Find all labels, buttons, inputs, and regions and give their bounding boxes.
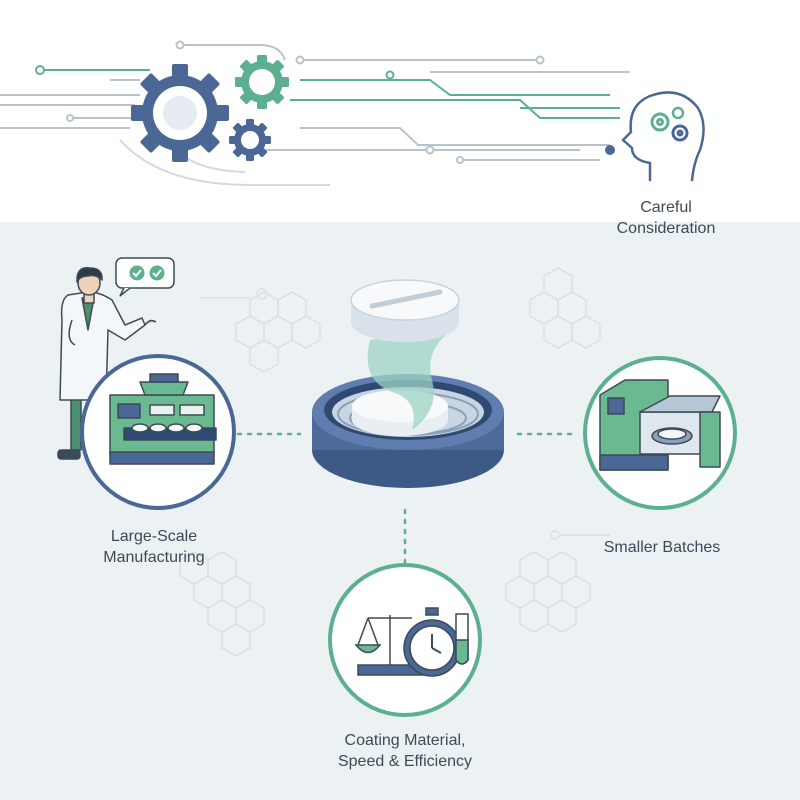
coating-label: Coating Material, Speed & Efficiency bbox=[320, 730, 490, 772]
coating-material-node bbox=[328, 563, 482, 717]
large-scale-label: Large-Scale Manufacturing bbox=[84, 526, 224, 568]
circuit-lines bbox=[0, 40, 630, 186]
large-scale-manufacturing-node bbox=[80, 354, 236, 510]
coating-chamber-icon bbox=[599, 379, 721, 471]
label-line: Coating Material, bbox=[344, 732, 466, 749]
packaging-machine-icon bbox=[109, 373, 217, 465]
label-line: Smaller Batches bbox=[603, 539, 721, 556]
label-line: Speed & Efficiency bbox=[337, 753, 472, 770]
checkmark-bubble-icon bbox=[115, 257, 175, 297]
scientist-icon bbox=[57, 267, 157, 460]
label-line: Consideration bbox=[616, 220, 716, 237]
gear-icon bbox=[235, 55, 289, 109]
brain-gears-icon bbox=[621, 91, 705, 182]
label-line: Large-Scale bbox=[110, 528, 198, 545]
test-tube-icon bbox=[455, 613, 469, 665]
label-line: Manufacturing bbox=[103, 549, 205, 566]
stopwatch-icon bbox=[403, 607, 461, 677]
tablet-icon bbox=[312, 279, 504, 488]
label-line: Careful bbox=[640, 199, 692, 216]
gear-icon bbox=[229, 119, 271, 161]
smaller-batches-node bbox=[583, 356, 737, 510]
hexagon-pattern bbox=[179, 267, 610, 657]
careful-consideration-label: Careful Consideration bbox=[596, 197, 736, 239]
scale-icon bbox=[354, 615, 439, 676]
gear-icon bbox=[131, 64, 229, 162]
smaller-batches-label: Smaller Batches bbox=[582, 537, 742, 558]
connector-lines bbox=[236, 432, 580, 567]
